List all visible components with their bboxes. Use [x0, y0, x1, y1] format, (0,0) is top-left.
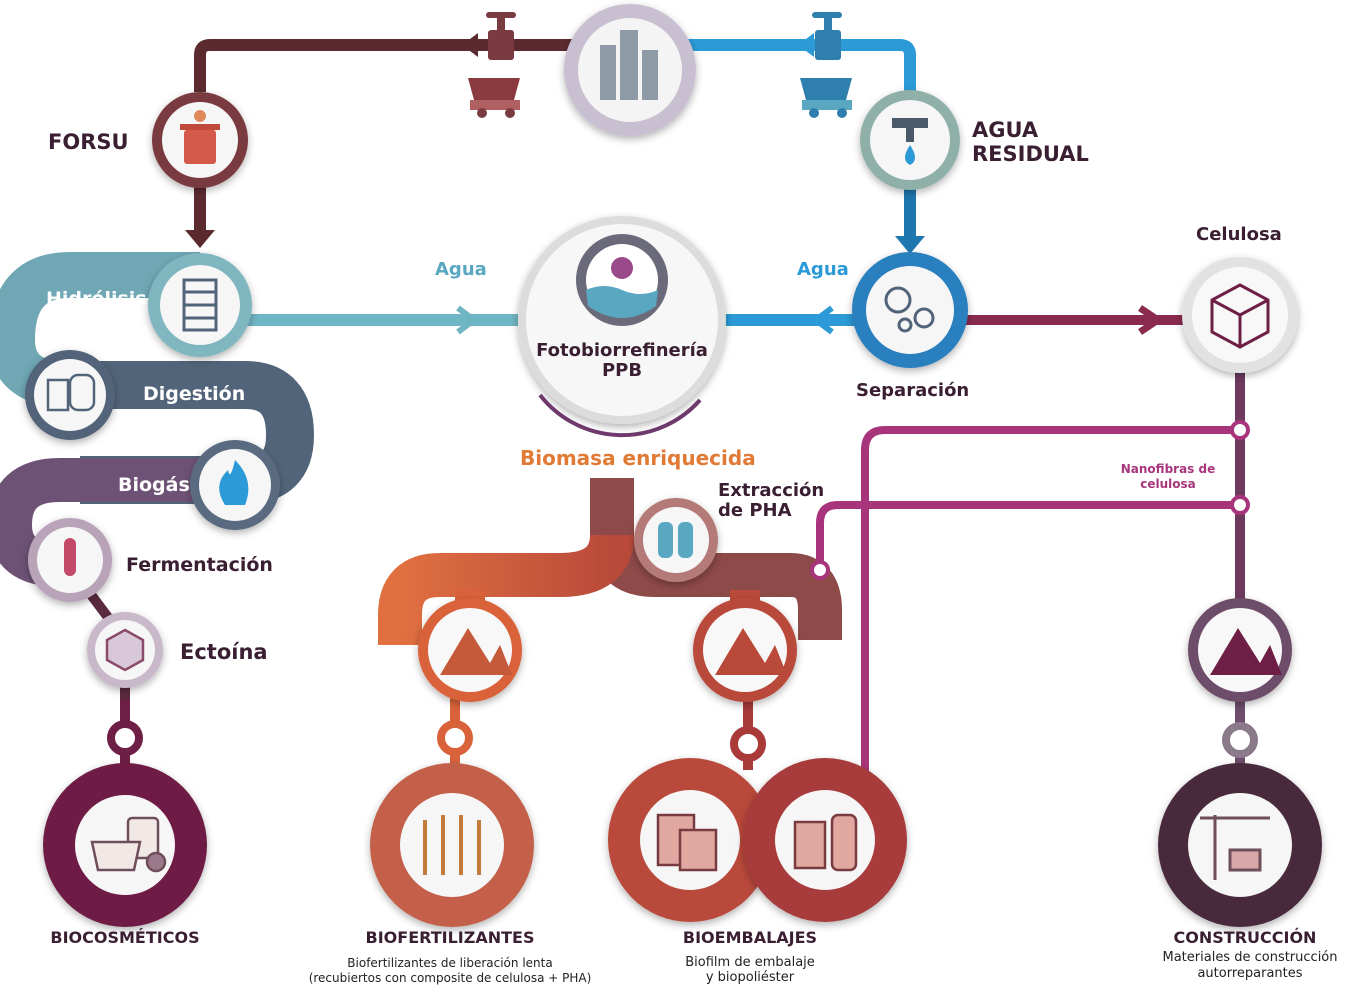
- crane-icon: [1200, 815, 1270, 880]
- hydrolysis-icon: [182, 278, 218, 332]
- gear-icon: [884, 286, 935, 333]
- label-fotobio-1: Fotobiorrefinería: [536, 340, 708, 361]
- truck-icon: [468, 78, 520, 118]
- desc-biofertilizantes-2: (recubiertos con composite de celulosa +…: [308, 971, 592, 985]
- pipe-separacion-to-celulosa: [960, 305, 1190, 335]
- label-construccion: CONSTRUCCIÓN: [1173, 928, 1317, 947]
- ectoina-node: [87, 612, 163, 688]
- label-fermentacion: Fermentación: [126, 554, 273, 576]
- mountain-node-construccion: [1188, 598, 1292, 702]
- extraccion-pha-node: [634, 498, 718, 582]
- pipe-separacion-to-ppb: [725, 305, 860, 335]
- mountain-node-bioembalajes: [693, 598, 797, 702]
- fotobiorrefineria-node: [518, 216, 726, 438]
- nanofibras-line-1: [861, 426, 1240, 785]
- label-extraccion-2: de PHA: [718, 500, 792, 521]
- construccion-node: [1158, 763, 1322, 927]
- cube-icon: [1210, 283, 1270, 349]
- label-celulosa: Celulosa: [1196, 224, 1282, 245]
- mountain-icon: [440, 628, 512, 675]
- mountain-node-biofertilizantes: [418, 598, 522, 702]
- connector-ring: [437, 720, 473, 756]
- biogas-node: [190, 440, 280, 530]
- celulosa-node: [1182, 257, 1298, 373]
- wheat-icon: [423, 815, 481, 875]
- desc-bioembalajes-1: Biofilm de embalaje: [685, 955, 815, 970]
- biofertilizantes-node: [370, 763, 534, 927]
- label-agua-right: Agua: [797, 259, 849, 280]
- label-digestion-2: Anaerobia: [143, 406, 253, 428]
- agua-residual-node: [860, 90, 960, 190]
- top-pipe-right: [680, 33, 916, 95]
- reactor-icon: [576, 234, 668, 326]
- valve-icon: [812, 12, 842, 60]
- connector-ring: [1222, 722, 1258, 758]
- label-nanofibras-1: Nanofibras de: [1120, 462, 1216, 476]
- city-icon: [600, 30, 658, 100]
- label-agua-residual-1: AGUA: [972, 118, 1039, 142]
- forsu-node: [152, 92, 248, 188]
- molecule-icon: [105, 628, 145, 672]
- fermentacion-node: [28, 518, 112, 602]
- digestion-node: [25, 350, 115, 440]
- biocosmeticos-node: [43, 763, 207, 927]
- label-biofertilizantes: BIOFERTILIZANTES: [365, 928, 535, 947]
- label-biogas: Biogás: [118, 474, 190, 496]
- desc-construccion-1: Materiales de construcción: [1162, 950, 1338, 965]
- label-forsu: FORSU: [48, 130, 129, 154]
- label-biocosmeticos: BIOCOSMÉTICOS: [50, 928, 200, 947]
- separacion-node: [852, 252, 968, 368]
- desc-biofertilizantes-1: Biofertilizantes de liberación lenta: [347, 956, 553, 970]
- junction-dot: [1230, 420, 1250, 440]
- label-biomasa: Biomasa enriquecida: [520, 446, 756, 470]
- pipe-hidrolisis-to-ppb: [245, 305, 525, 335]
- recycle-bin-icon: [180, 110, 220, 164]
- valve-icon: [486, 12, 516, 60]
- nanofibras-line-2: [816, 501, 1240, 570]
- hidrolisis-node: [148, 253, 252, 357]
- mountain-icon: [715, 628, 787, 675]
- junction-dot: [810, 560, 830, 580]
- label-ectoina: Ectoína: [180, 640, 268, 664]
- desc-bioembalajes-2: y biopoliéster: [705, 970, 795, 985]
- bottle-icon: [793, 813, 858, 872]
- mountain-icon: [1210, 628, 1282, 675]
- test-tube-icon: [64, 538, 76, 576]
- gas-cylinder-icon: [658, 522, 693, 558]
- truck-icon: [800, 78, 852, 118]
- label-nanofibras-2: celulosa: [1140, 477, 1196, 491]
- bioembalajes-node-bag: [608, 758, 772, 922]
- label-fotobio-2: PPB: [601, 360, 643, 381]
- desc-construccion-2: autorreparantes: [1197, 966, 1303, 981]
- label-hidrolisis: Hidrólisis: [46, 288, 147, 310]
- bioembalajes-node-bottle: [743, 758, 907, 922]
- label-separacion: Separación: [856, 380, 970, 401]
- label-agua-left: Agua: [435, 259, 487, 280]
- label-digestion-1: Digestión: [143, 383, 246, 405]
- city-node: [564, 4, 696, 136]
- bag-icon: [656, 813, 718, 872]
- faucet-icon: [892, 118, 928, 165]
- label-extraccion-1: Extracción: [718, 480, 825, 501]
- flame-icon: [219, 460, 249, 505]
- connector-ring: [107, 720, 143, 756]
- cosmetics-icon: [90, 816, 167, 873]
- label-bioembalajes: BIOEMBALAJES: [682, 928, 818, 947]
- label-agua-residual-2: RESIDUAL: [972, 142, 1089, 166]
- digester-icon: [46, 373, 96, 412]
- junction-dot: [1230, 495, 1250, 515]
- connector-ring: [730, 726, 766, 762]
- top-pipe-left: [194, 33, 600, 92]
